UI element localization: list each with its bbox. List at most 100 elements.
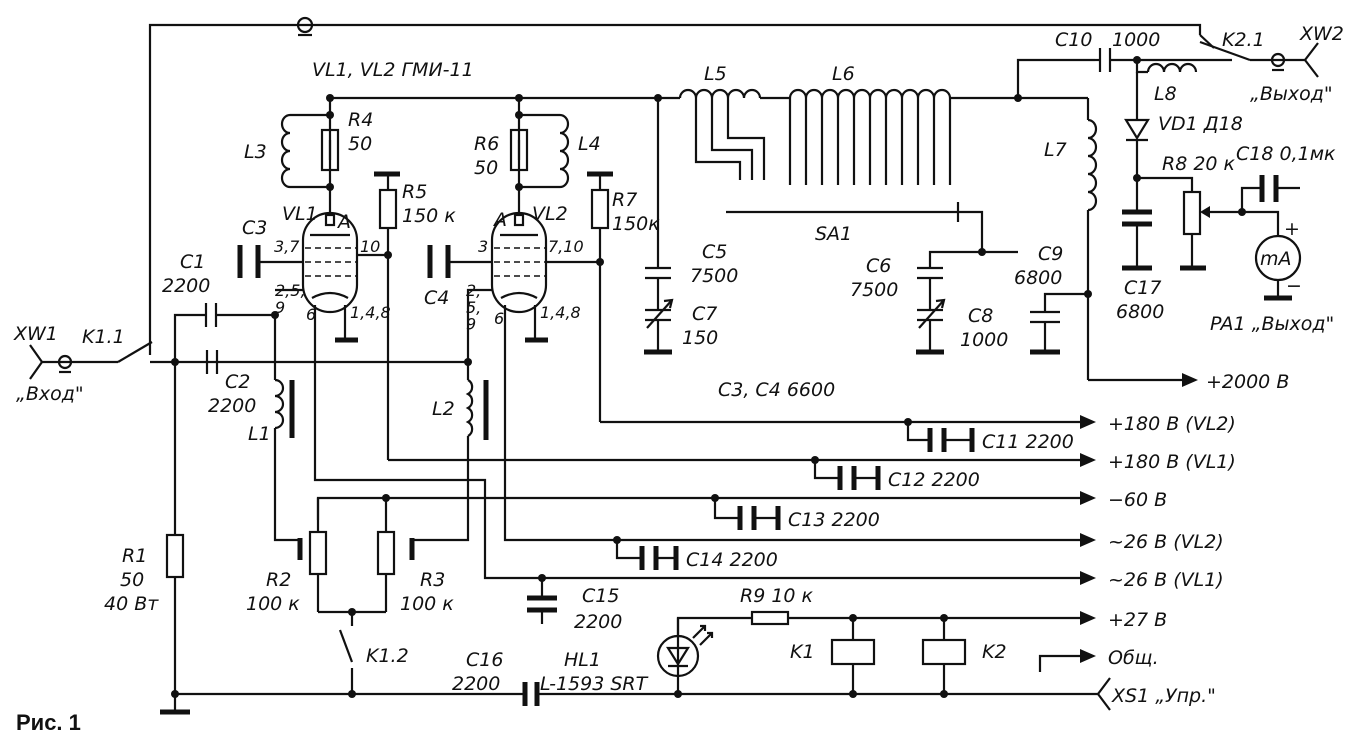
- meter-pa1: [1242, 210, 1302, 301]
- l2-label: L2: [432, 398, 455, 420]
- r2-value: 100 к: [246, 593, 300, 615]
- capacitor-c4: [427, 245, 492, 278]
- capacitor-c14: [613, 536, 679, 570]
- vl2-screen-pin: 7,10: [548, 237, 584, 256]
- resistor-r8: [1137, 176, 1242, 271]
- supply-180v-vl2: +180 В (VL2): [1108, 413, 1236, 435]
- xw1-ref: XW1: [13, 323, 58, 345]
- inductor-l8: [1135, 60, 1198, 74]
- inductor-l2: [412, 330, 489, 542]
- bypass-coax-line: [148, 16, 1202, 340]
- sa1-label: SA1: [815, 223, 852, 245]
- relay-coil-k1: [830, 614, 876, 698]
- inductor-l1: [273, 315, 300, 542]
- r7-value: 150к: [612, 213, 660, 235]
- capacitor-c10: [1095, 48, 1215, 72]
- xs1-label: XS1 „Упр.": [1111, 685, 1216, 707]
- resistor-r5: [374, 171, 1080, 462]
- c7-value: 150: [682, 327, 718, 349]
- relay-contact-k1-2: [318, 608, 386, 694]
- c7-ref: C7: [692, 303, 717, 325]
- r5-value: 150 к: [402, 205, 456, 227]
- c14-label: C14 2200: [686, 549, 778, 571]
- inductor-l7: [1086, 98, 1198, 387]
- meter-minus: −: [1286, 275, 1302, 297]
- tubes-title: VL1, VL2 ГМИ-11: [312, 59, 474, 81]
- resistor-r3: [376, 494, 415, 612]
- r3-ref: R3: [420, 569, 445, 591]
- c8-value: 1000: [960, 329, 1008, 351]
- r8-label: R8 20 к: [1162, 153, 1236, 175]
- r5-ref: R5: [402, 181, 427, 203]
- c16-value: 2200: [452, 673, 500, 695]
- capacitor-c1: [173, 303, 275, 362]
- vl1-cathode-pins: 2,5,9: [275, 281, 306, 317]
- hl1-part: L-1593 SRT: [540, 673, 649, 695]
- vl1-ref: VL1: [282, 203, 318, 225]
- c18-label: C18 0,1мк: [1236, 143, 1336, 165]
- r6-ref: R6: [474, 133, 499, 155]
- control-bus: [171, 677, 1111, 711]
- c1-value: 2200: [162, 275, 210, 297]
- vl2-pin-wiring: [466, 260, 1080, 542]
- vl1-grid-pins: 3,7: [274, 237, 300, 256]
- l4-label: L4: [578, 133, 601, 155]
- supply-arrows: [1080, 415, 1096, 625]
- r4-value: 50: [348, 133, 372, 155]
- r3-value: 100 к: [400, 593, 454, 615]
- c16-ref: C16: [466, 649, 503, 671]
- r6-value: 50: [474, 157, 498, 179]
- capacitor-c6-c8: [916, 250, 982, 355]
- l7-label: L7: [1044, 139, 1067, 161]
- xw1-name: „Вход": [16, 383, 84, 405]
- r1-ref: R1: [122, 545, 147, 567]
- pa1-label: PA1 „Выход": [1210, 313, 1334, 335]
- k1-2-label: K1.2: [366, 645, 409, 667]
- vl2-grid-pins: 3: [478, 237, 488, 256]
- r9-label: R9 10 к: [740, 585, 814, 607]
- capacitor-c5-c7: [644, 98, 674, 355]
- c6-value: 7500: [850, 279, 898, 301]
- capacitor-c18: [1240, 175, 1300, 212]
- resistor-r6: [509, 128, 529, 172]
- capacitor-c13: [316, 494, 1080, 530]
- capacitor-c17: [1122, 209, 1152, 271]
- l1-label: L1: [248, 423, 271, 445]
- supply-180v-vl1: +180 В (VL1): [1108, 451, 1236, 473]
- c17-value: 6800: [1116, 301, 1164, 323]
- l8-label: L8: [1154, 83, 1177, 105]
- vd1-label: VD1 Д18: [1158, 113, 1243, 135]
- k2-1-label: K2.1: [1222, 29, 1265, 51]
- anode-bus: [326, 94, 680, 102]
- supply-26v-vl1: ~26 В (VL1): [1108, 569, 1224, 591]
- vl1-pin-wiring: [275, 253, 1080, 580]
- c5-value: 7500: [690, 265, 738, 287]
- vl1-anode: A: [336, 211, 351, 233]
- c3-ref: C3: [242, 217, 267, 239]
- resistor-r1: [160, 362, 190, 715]
- inductor-l6: [760, 88, 1018, 185]
- capacitor-c12: [811, 456, 881, 490]
- c4-ref: C4: [424, 287, 449, 309]
- vl1-other-pins: 1,4,8: [350, 303, 391, 322]
- led-hl1: [656, 618, 714, 694]
- figure-caption: Рис. 1: [16, 710, 81, 735]
- supply-26v-vl2: ~26 В (VL2): [1108, 531, 1224, 553]
- resistor-r9: [676, 610, 1080, 636]
- c15-ref: C15: [582, 585, 619, 607]
- vl1-filament-pin: 6: [306, 305, 316, 324]
- capacitor-c9: [1030, 292, 1088, 355]
- output-connector-xw2: [1270, 42, 1319, 78]
- relay-contact-k2-1: [1199, 34, 1305, 62]
- c9-ref: C9: [1038, 243, 1063, 265]
- k1-1-label: K1.1: [82, 326, 125, 348]
- c3-c4-note: C3, C4 6600: [718, 379, 835, 401]
- l6-label: L6: [832, 63, 855, 85]
- r7-ref: R7: [612, 189, 637, 211]
- supply-2000v: +2000 В: [1206, 371, 1289, 393]
- resistor-r2: [297, 498, 328, 612]
- r2-ref: R2: [266, 569, 291, 591]
- inductor-l5: [678, 88, 766, 180]
- c13-label: C13 2200: [788, 509, 880, 531]
